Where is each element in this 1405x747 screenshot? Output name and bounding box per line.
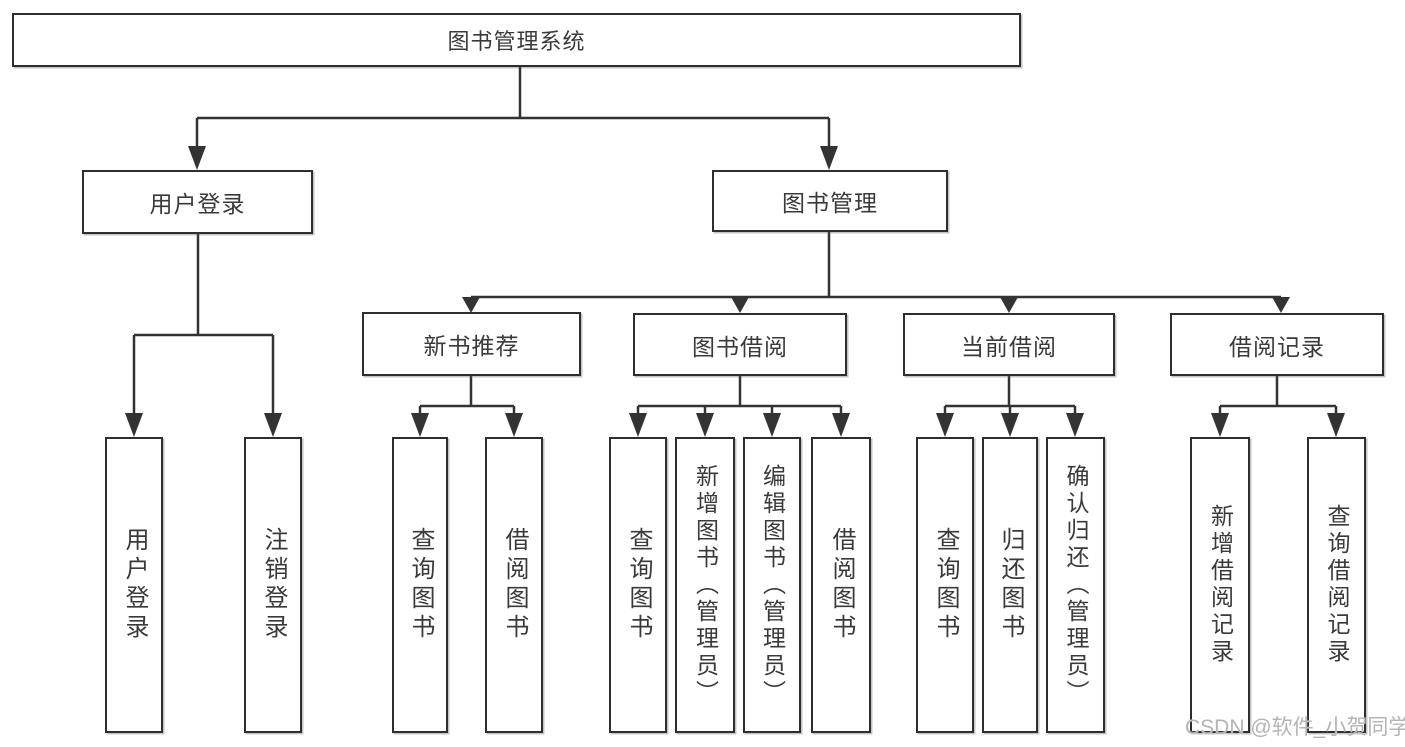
leaf-query-books-borrowing: 查询图书: [609, 437, 667, 733]
arrowheads: [125, 146, 1345, 437]
csdn-watermark: CSDN @软件_小贺同学: [1185, 716, 1405, 739]
connector-segments: [132, 67, 1338, 413]
leaf-query-borrow-record: 查询借阅记录: [1307, 437, 1366, 733]
node-new-book-recommend: 新书推荐: [362, 312, 581, 376]
leaf-add-borrow-record: 新增借阅记录: [1190, 437, 1250, 733]
leaf-add-books-admin: 新增图书（管理员）: [675, 437, 735, 733]
leaf-logout: 注销登录: [244, 437, 302, 733]
leaf-query-books-recommend: 查询图书: [392, 437, 448, 733]
leaf-edit-books-admin: 编辑图书（管理员）: [743, 437, 801, 733]
node-borrowing-records: 借阅记录: [1170, 313, 1384, 376]
leaf-borrow-books: 借阅图书: [811, 437, 871, 733]
node-library-management-system: 图书管理系统: [12, 13, 1021, 67]
node-book-management: 图书管理: [712, 170, 948, 232]
leaf-query-books-current: 查询图书: [916, 437, 974, 733]
node-user-login: 用户登录: [82, 170, 313, 234]
leaf-user-login: 用户登录: [105, 437, 163, 733]
node-book-borrowing: 图书借阅: [633, 313, 847, 376]
leaf-borrow-books-recommend: 借阅图书: [485, 437, 543, 733]
leaf-confirm-return-admin: 确认归还（管理员）: [1046, 437, 1105, 733]
leaf-return-books: 归还图书: [982, 437, 1038, 733]
node-current-borrowing: 当前借阅: [903, 313, 1115, 376]
